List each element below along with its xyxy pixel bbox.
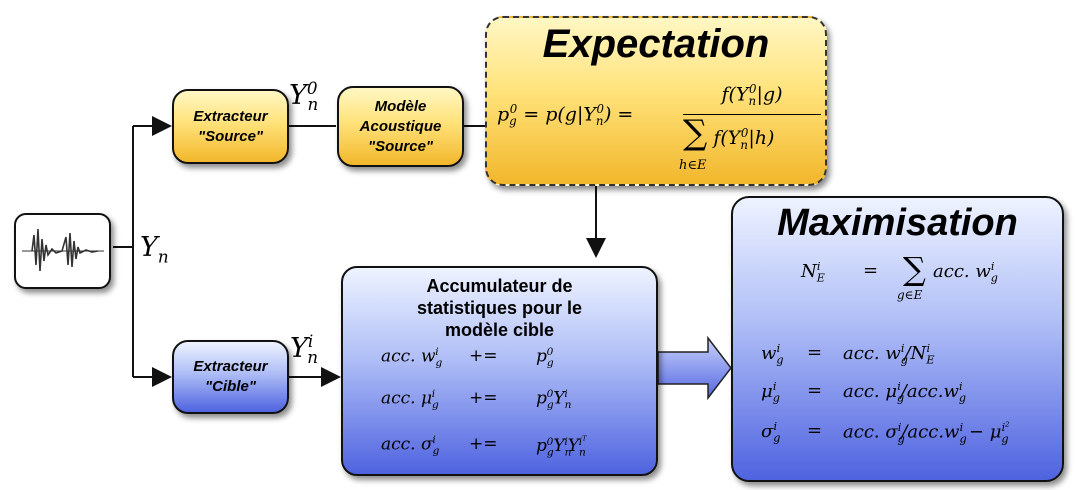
expectation-box: Expectation pg0 = p(g|Yn0) = f(Yn0|g) ∑ …	[485, 16, 827, 186]
maximisation-title: Maximisation	[733, 202, 1062, 245]
label-yni: Yin	[290, 331, 318, 367]
expectation-title: Expectation	[487, 22, 825, 67]
extracteur-source-label: Extracteur "Source"	[187, 107, 275, 147]
waveform-icon	[14, 213, 111, 289]
modele-acoustique-box: Modèle Acoustique "Source"	[337, 86, 464, 167]
block-arrow-to-maximisation	[658, 338, 731, 398]
label-yn0: Y0n	[289, 78, 318, 114]
extracteur-cible-box: Extracteur "Cible"	[172, 340, 289, 414]
label-yn: Yn	[140, 232, 169, 266]
extracteur-source-box: Extracteur "Source"	[172, 89, 289, 164]
expectation-formula: pg0 = p(g|Yn0) = f(Yn0|g) ∑ f(Yn0|h) h∈E	[497, 76, 817, 176]
accumulateur-title: Accumulateur de statistiques pour le mod…	[383, 275, 616, 341]
modele-acoustique-label: Modèle Acoustique "Source"	[351, 97, 451, 157]
maximisation-box: Maximisation NEi = ∑ acc. wgi g∈E wgi = …	[731, 196, 1064, 482]
extracteur-cible-label: Extracteur "Cible"	[187, 357, 275, 397]
accumulateur-box: Accumulateur de statistiques pour le mod…	[341, 266, 658, 476]
